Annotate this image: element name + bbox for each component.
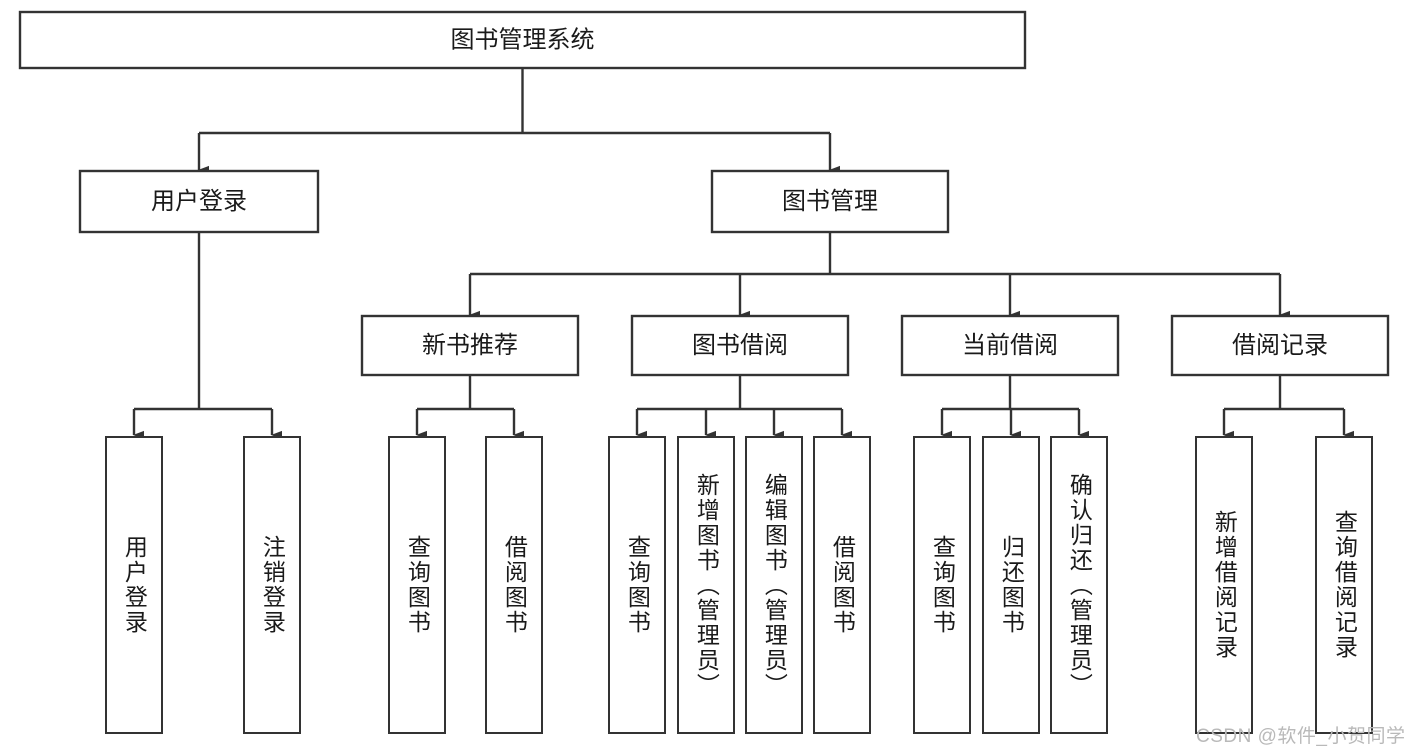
node-book-borrow-label: 图书借阅 — [692, 332, 788, 359]
node-leaf-edit-book[interactable]: 编辑图书（管理员） — [745, 436, 803, 734]
node-book-management[interactable]: 图书管理 — [710, 169, 950, 234]
node-leaf-query-book-1[interactable]: 查询图书 — [388, 436, 446, 734]
node-borrow-records[interactable]: 借阅记录 — [1170, 314, 1390, 377]
node-leaf-query-book-2-label: 查询图书 — [624, 535, 651, 635]
node-book-management-rect[interactable] — [710, 169, 950, 234]
node-leaf-query-record[interactable]: 查询借阅记录 — [1315, 436, 1373, 734]
node-leaf-borrow-book-1-label: 借阅图书 — [501, 535, 528, 635]
node-book-borrow-rect[interactable] — [630, 314, 850, 377]
node-leaf-query-book-2[interactable]: 查询图书 — [608, 436, 666, 734]
node-new-book-recommend-rect[interactable] — [360, 314, 580, 377]
node-leaf-return-book-label: 归还图书 — [998, 535, 1025, 635]
node-leaf-user-login-label: 用户登录 — [121, 535, 148, 635]
node-book-management-label: 图书管理 — [782, 188, 878, 215]
node-leaf-confirm-return-label: 确认归还（管理员） — [1066, 472, 1093, 698]
node-leaf-query-book-3[interactable]: 查询图书 — [913, 436, 971, 734]
node-root-rect[interactable] — [18, 10, 1027, 70]
node-leaf-user-login[interactable]: 用户登录 — [105, 436, 163, 734]
node-current-borrow-label: 当前借阅 — [962, 332, 1058, 359]
node-leaf-user-logout-label: 注销登录 — [259, 535, 286, 635]
node-user-login[interactable]: 用户登录 — [78, 169, 320, 234]
node-user-login-label: 用户登录 — [151, 188, 247, 215]
node-leaf-confirm-return[interactable]: 确认归还（管理员） — [1050, 436, 1108, 734]
node-new-book-recommend-label: 新书推荐 — [422, 332, 518, 359]
node-leaf-add-record-label: 新增借阅记录 — [1211, 510, 1238, 660]
node-leaf-add-book-label: 新增图书（管理员） — [693, 472, 720, 698]
node-borrow-records-label: 借阅记录 — [1232, 332, 1328, 359]
node-leaf-return-book[interactable]: 归还图书 — [982, 436, 1040, 734]
node-root-label: 图书管理系统 — [451, 26, 595, 53]
node-current-borrow-rect[interactable] — [900, 314, 1120, 377]
node-borrow-records-rect[interactable] — [1170, 314, 1390, 377]
csdn-watermark: CSDN @软件_小贺同学 — [1196, 726, 1405, 747]
node-leaf-user-logout[interactable]: 注销登录 — [243, 436, 301, 734]
node-leaf-query-record-label: 查询借阅记录 — [1331, 510, 1358, 660]
node-book-borrow[interactable]: 图书借阅 — [630, 314, 850, 377]
node-leaf-add-record[interactable]: 新增借阅记录 — [1195, 436, 1253, 734]
connector-layer — [132, 68, 1354, 440]
node-leaf-borrow-book-2-label: 借阅图书 — [829, 535, 856, 635]
node-leaf-borrow-book-1[interactable]: 借阅图书 — [485, 436, 543, 734]
node-leaf-query-book-3-label: 查询图书 — [929, 535, 956, 635]
node-leaf-edit-book-label: 编辑图书（管理员） — [761, 472, 788, 698]
node-leaf-query-book-1-label: 查询图书 — [404, 535, 431, 635]
node-leaf-add-book[interactable]: 新增图书（管理员） — [677, 436, 735, 734]
node-user-login-rect[interactable] — [78, 169, 320, 234]
node-new-book-recommend[interactable]: 新书推荐 — [360, 314, 580, 377]
node-current-borrow[interactable]: 当前借阅 — [900, 314, 1120, 377]
node-leaf-borrow-book-2[interactable]: 借阅图书 — [813, 436, 871, 734]
node-root[interactable]: 图书管理系统 — [18, 10, 1027, 70]
